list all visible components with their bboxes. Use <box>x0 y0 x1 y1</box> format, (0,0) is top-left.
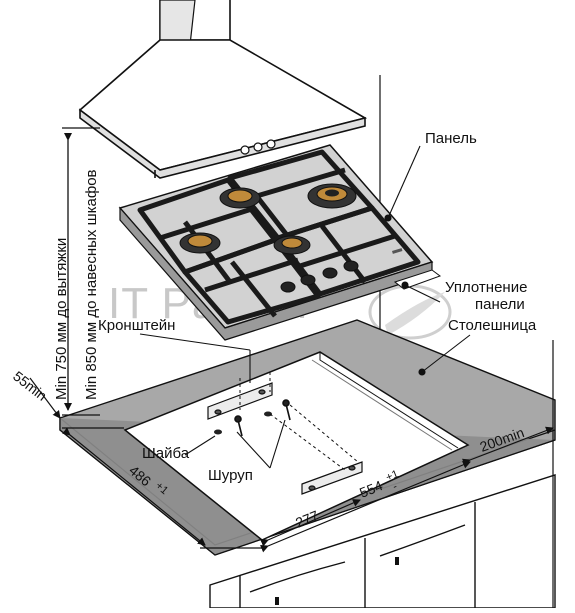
label-clearance-hood: Min 750 мм до вытяжки <box>53 238 70 400</box>
cutout-opening <box>123 351 470 541</box>
mounting-bracket-back <box>207 382 273 420</box>
dim-width-tolerance-minus: - <box>391 480 399 493</box>
washer-parts <box>214 411 272 435</box>
label-seal-line2: панели <box>475 296 525 313</box>
burner-wok <box>307 183 357 209</box>
dim-width-tolerance: +1 <box>384 468 400 484</box>
label-bracket: Кронштейн <box>98 317 175 334</box>
label-screw: Шуруп <box>208 467 253 484</box>
brand-logo <box>392 248 403 254</box>
dim-front-margin: 55min <box>10 368 50 404</box>
leader-lines <box>139 145 471 469</box>
alignment-lines <box>239 372 359 471</box>
label-washer: Шайба <box>142 445 190 462</box>
burner-front-left <box>179 232 221 254</box>
hood-button-3 <box>266 139 276 149</box>
watermark-logo-swoosh <box>385 292 445 335</box>
range-hood <box>78 0 368 179</box>
dimension-lines <box>29 340 554 608</box>
burner-front-right <box>273 235 311 255</box>
hood-button-2 <box>253 142 263 152</box>
label-countertop: Столешница <box>448 317 537 334</box>
burner-back-left <box>219 187 261 209</box>
label-clearance-cabinets: Min 850 мм до навесных шкафов <box>83 169 100 400</box>
label-seal-line1: Уплотнение <box>445 279 527 296</box>
label-panel: Панель <box>425 130 477 147</box>
screw-parts <box>234 399 291 437</box>
clearance-arrow <box>62 127 100 416</box>
control-knobs <box>280 260 359 293</box>
hood-button-1 <box>240 145 250 155</box>
